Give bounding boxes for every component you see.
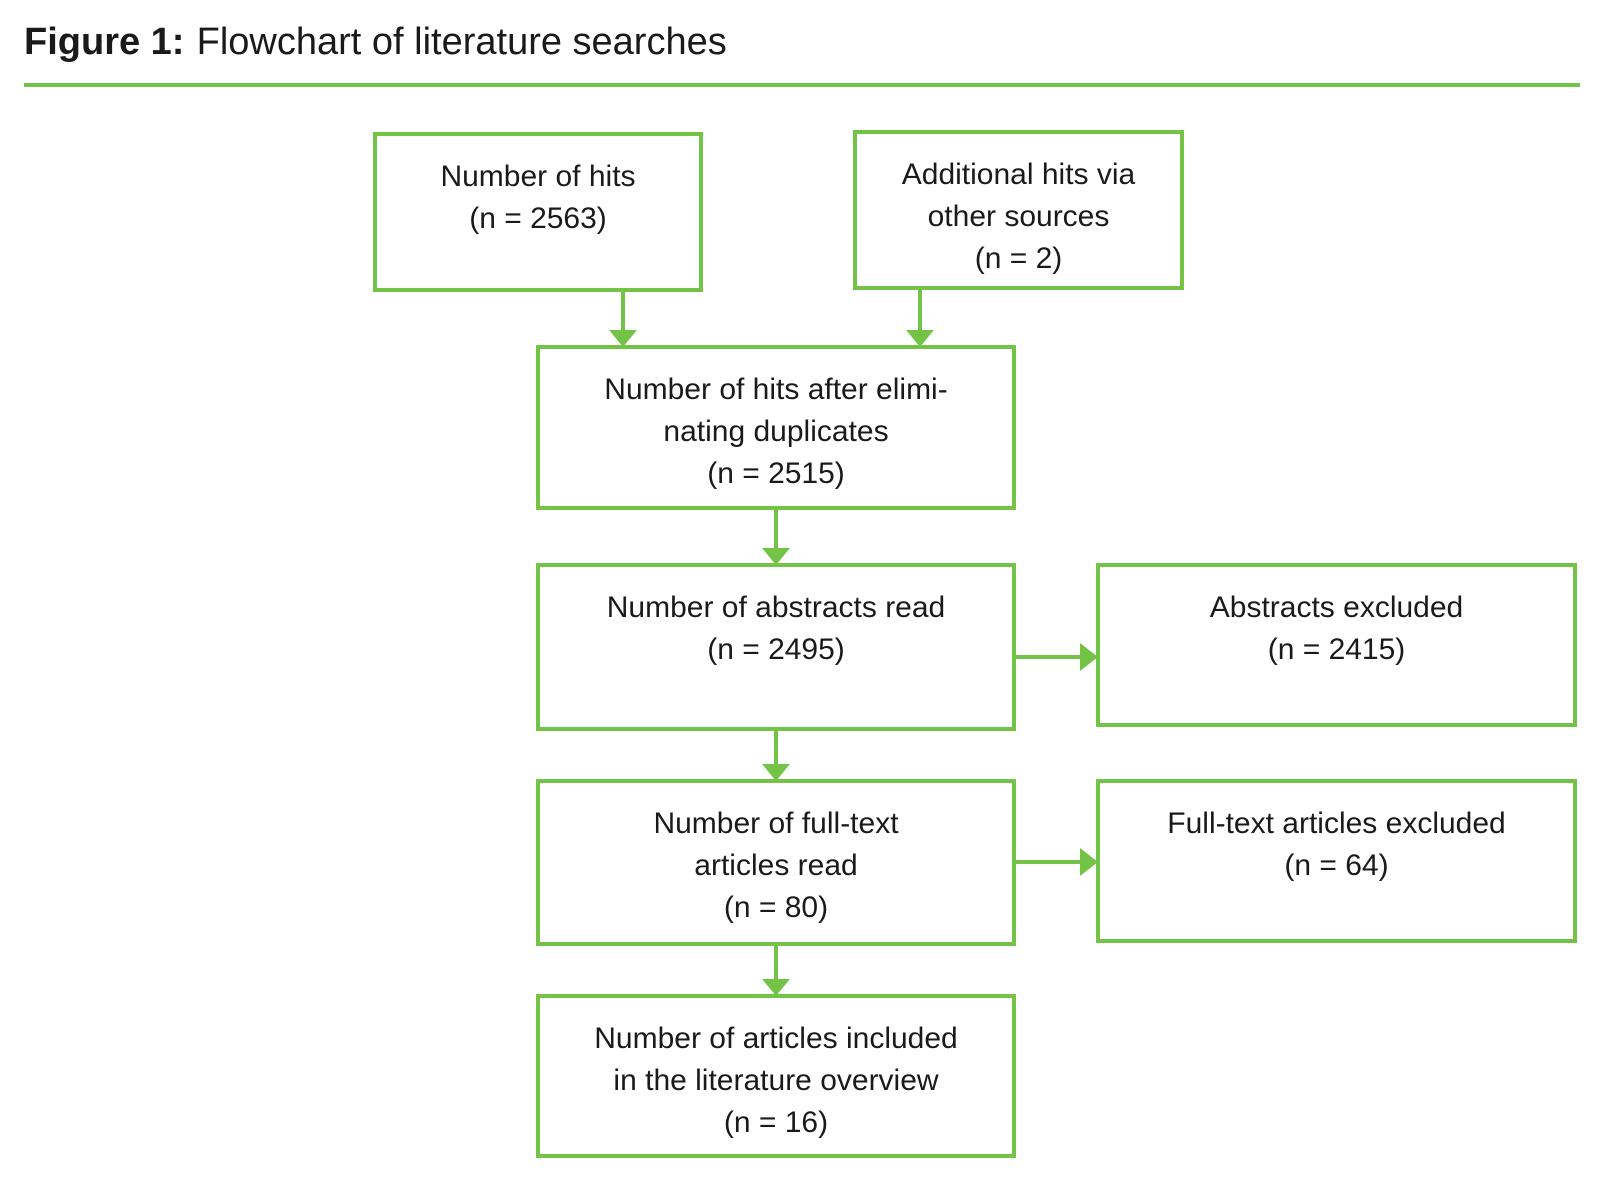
node-fulltext-read: Number of full-text articles read (n = 8… <box>536 779 1016 946</box>
figure-title: Figure 1: Flowchart of literature searche… <box>24 20 727 64</box>
node-fulltext-excluded-text: Full-text articles excluded (n = 64) <box>1167 807 1506 882</box>
title-divider-rule <box>24 83 1580 87</box>
arrow-fulltext-read-to-fulltext-excluded <box>1016 848 1098 876</box>
node-abstracts-excluded: Abstracts excluded (n = 2415) <box>1096 563 1577 727</box>
node-number-of-hits-text: Number of hits (n = 2563) <box>440 160 636 235</box>
node-fulltext-excluded: Full-text articles excluded (n = 64) <box>1096 779 1577 943</box>
arrow-abstracts-read-to-abstracts-excluded <box>1016 643 1098 671</box>
node-articles-included-text: Number of articles included in the liter… <box>594 1022 958 1139</box>
arrow-hits-to-after-duplicates <box>609 292 637 347</box>
node-abstracts-read: Number of abstracts read (n = 2495) <box>536 563 1016 731</box>
arrow-abstracts-read-to-fulltext-read <box>762 731 790 781</box>
arrow-after-duplicates-to-abstracts-read <box>762 510 790 565</box>
node-abstracts-excluded-text: Abstracts excluded (n = 2415) <box>1209 591 1464 666</box>
figure-title-text: Flowchart of literature searches <box>196 21 727 63</box>
figure-title-label: Figure 1: <box>24 21 185 63</box>
node-hits-after-duplicates-text: Number of hits after elimi- nating dupli… <box>604 373 948 490</box>
node-additional-hits-text: Additional hits via other sources (n = 2… <box>901 158 1136 275</box>
arrow-additional-hits-to-after-duplicates <box>906 290 934 347</box>
node-additional-hits: Additional hits via other sources (n = 2… <box>853 130 1184 290</box>
node-hits-after-duplicates: Number of hits after elimi- nating dupli… <box>536 345 1016 510</box>
arrow-fulltext-read-to-included <box>762 946 790 996</box>
node-fulltext-read-text: Number of full-text articles read (n = 8… <box>653 807 899 924</box>
node-abstracts-read-text: Number of abstracts read (n = 2495) <box>606 591 946 666</box>
node-articles-included: Number of articles included in the liter… <box>536 994 1016 1158</box>
node-number-of-hits: Number of hits (n = 2563) <box>373 132 703 292</box>
